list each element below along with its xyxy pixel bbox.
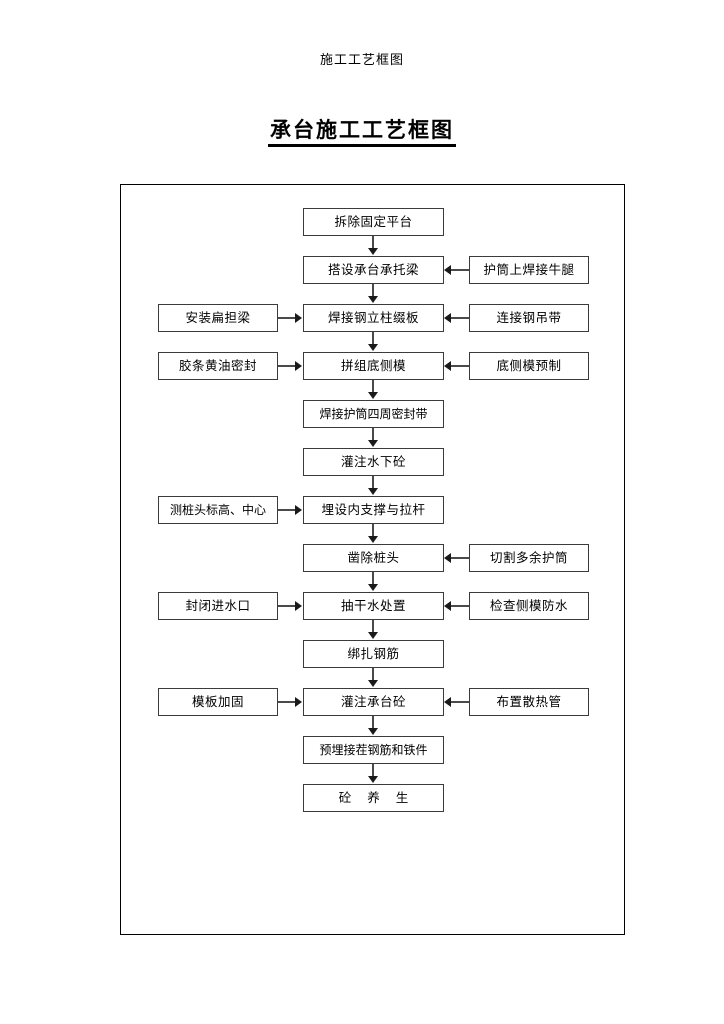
- arrow-s11-s12: [368, 728, 378, 735]
- arrow-right-s2: [444, 265, 451, 275]
- flow-input-left-s11[interactable]: 模板加固: [158, 688, 278, 716]
- flow-input-left-s7[interactable]: 测桩头标高、中心: [158, 496, 278, 524]
- flow-input-right-s3[interactable]: 连接钢吊带: [469, 304, 589, 332]
- flow-input-right-s9[interactable]: 检查侧模防水: [469, 592, 589, 620]
- arrow-s7-s8: [368, 536, 378, 543]
- flow-node-s3[interactable]: 焊接钢立柱缀板: [303, 304, 444, 332]
- connector-left-s3: [278, 317, 296, 319]
- arrow-s3-s4: [368, 344, 378, 351]
- connector-s2-s3: [372, 284, 374, 297]
- arrow-s6-s7: [368, 488, 378, 495]
- flow-node-s4[interactable]: 拼组底侧模: [303, 352, 444, 380]
- connector-s1-s2: [372, 236, 374, 249]
- flow-node-s8[interactable]: 凿除桩头: [303, 544, 444, 572]
- connector-s12-s13: [372, 764, 374, 777]
- flow-input-right-s4[interactable]: 底侧模预制: [469, 352, 589, 380]
- connector-s3-s4: [372, 332, 374, 345]
- flow-node-s12[interactable]: 预埋接茬钢筋和铁件: [303, 736, 444, 764]
- flow-input-right-s8[interactable]: 切割多余护筒: [469, 544, 589, 572]
- arrow-left-s9: [295, 601, 302, 611]
- arrow-right-s9: [444, 601, 451, 611]
- flow-input-left-s3[interactable]: 安装扁担梁: [158, 304, 278, 332]
- flow-input-right-s11[interactable]: 布置散热管: [469, 688, 589, 716]
- flow-input-right-s2[interactable]: 护筒上焊接牛腿: [469, 256, 589, 284]
- connector-s5-s6: [372, 428, 374, 441]
- arrow-s12-s13: [368, 776, 378, 783]
- connector-right-s2: [451, 269, 469, 271]
- connector-s6-s7: [372, 476, 374, 489]
- flow-node-s11[interactable]: 灌注承台砼: [303, 688, 444, 716]
- connector-s9-s10: [372, 620, 374, 633]
- connector-right-s4: [451, 365, 469, 367]
- arrow-right-s11: [444, 697, 451, 707]
- arrow-s8-s9: [368, 584, 378, 591]
- flow-node-s9[interactable]: 抽干水处置: [303, 592, 444, 620]
- connector-left-s11: [278, 701, 296, 703]
- flow-input-left-s4[interactable]: 胶条黄油密封: [158, 352, 278, 380]
- flow-node-s10[interactable]: 绑扎钢筋: [303, 640, 444, 668]
- connector-right-s3: [451, 317, 469, 319]
- connector-right-s9: [451, 605, 469, 607]
- page-title: 承台施工工艺框图: [268, 118, 456, 148]
- arrow-left-s3: [295, 313, 302, 323]
- connector-left-s7: [278, 509, 296, 511]
- connector-s4-s5: [372, 380, 374, 393]
- arrow-s1-s2: [368, 248, 378, 255]
- arrow-left-s4: [295, 361, 302, 371]
- connector-right-s11: [451, 701, 469, 703]
- connector-s10-s11: [372, 668, 374, 681]
- arrow-left-s11: [295, 697, 302, 707]
- arrow-s9-s10: [368, 632, 378, 639]
- connector-left-s4: [278, 365, 296, 367]
- connector-right-s8: [451, 557, 469, 559]
- connector-left-s9: [278, 605, 296, 607]
- arrow-right-s8: [444, 553, 451, 563]
- flow-node-s6[interactable]: 灌注水下砼: [303, 448, 444, 476]
- flow-node-s13[interactable]: 砼 养 生: [303, 784, 444, 812]
- arrow-left-s7: [295, 505, 302, 515]
- arrow-s4-s5: [368, 392, 378, 399]
- arrow-s10-s11: [368, 680, 378, 687]
- flowchart-frame: 拆除固定平台 搭设承台承托梁 焊接钢立柱缀板 拼组底侧模 焊接护筒四周密封带 灌…: [120, 184, 625, 935]
- flow-node-s7[interactable]: 埋设内支撑与拉杆: [303, 496, 444, 524]
- arrow-right-s4: [444, 361, 451, 371]
- page-header-text: 施工工艺框图: [319, 53, 404, 68]
- connector-s7-s8: [372, 524, 374, 537]
- flow-node-s1[interactable]: 拆除固定平台: [303, 208, 444, 236]
- flow-node-s2[interactable]: 搭设承台承托梁: [303, 256, 444, 284]
- arrow-s2-s3: [368, 296, 378, 303]
- arrow-right-s3: [444, 313, 451, 323]
- flow-node-s5[interactable]: 焊接护筒四周密封带: [303, 400, 444, 428]
- arrow-s5-s6: [368, 440, 378, 447]
- page-title-container: 承台施工工艺框图: [0, 118, 724, 148]
- connector-s8-s9: [372, 572, 374, 585]
- flow-input-left-s9[interactable]: 封闭进水口: [158, 592, 278, 620]
- connector-s11-s12: [372, 716, 374, 729]
